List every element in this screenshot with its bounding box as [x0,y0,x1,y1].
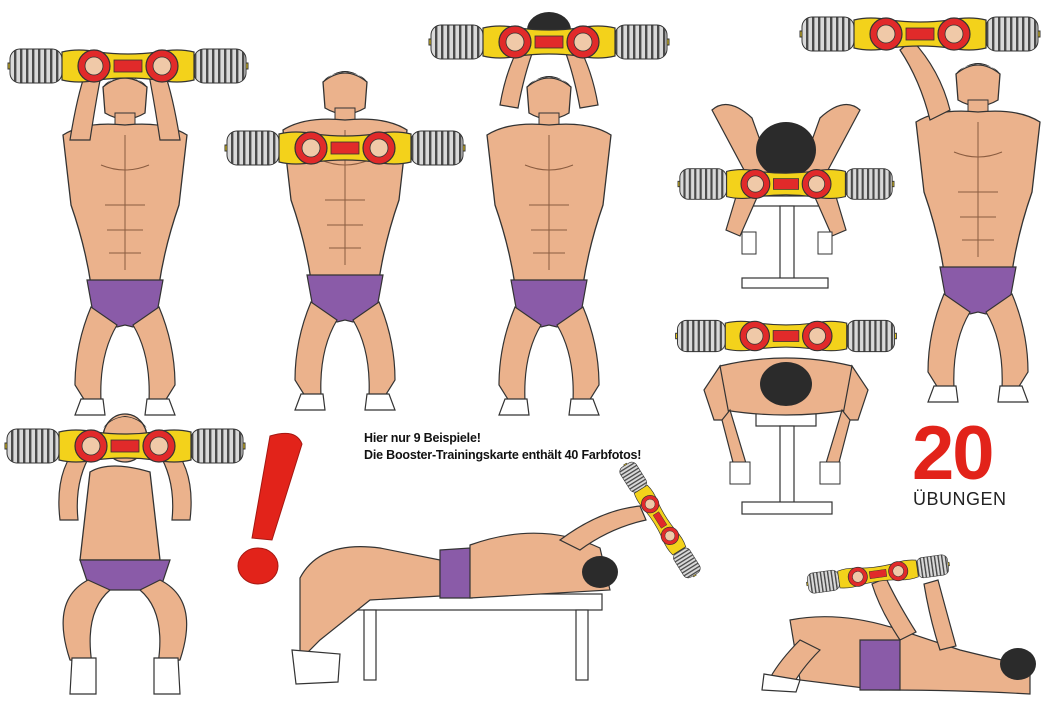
exercise-standing-chest-press [224,70,466,411]
exercise-standing-side-overhead [799,16,1041,403]
caption-line-1: Hier nur 9 Beispiele! [364,431,481,445]
exclamation-mark [237,432,303,585]
exercise-squat [4,413,246,695]
exercise-count: 20 [912,411,995,496]
exercise-bench-kneeling [677,103,895,289]
exercise-bench-prone [675,319,897,515]
exercise-count-label: ÜBUNGEN [913,489,1007,509]
caption: Hier nur 9 Beispiele! Die Booster-Traini… [364,430,641,464]
caption-line-2: Die Booster-Trainingskarte enthält 40 Fa… [364,448,642,462]
exercise-floor-lying-press [761,553,1036,695]
exercise-standing-back-view [428,12,670,416]
exercise-standing-overhead [7,48,249,416]
exercise-bench-lying-pullover [291,458,704,685]
